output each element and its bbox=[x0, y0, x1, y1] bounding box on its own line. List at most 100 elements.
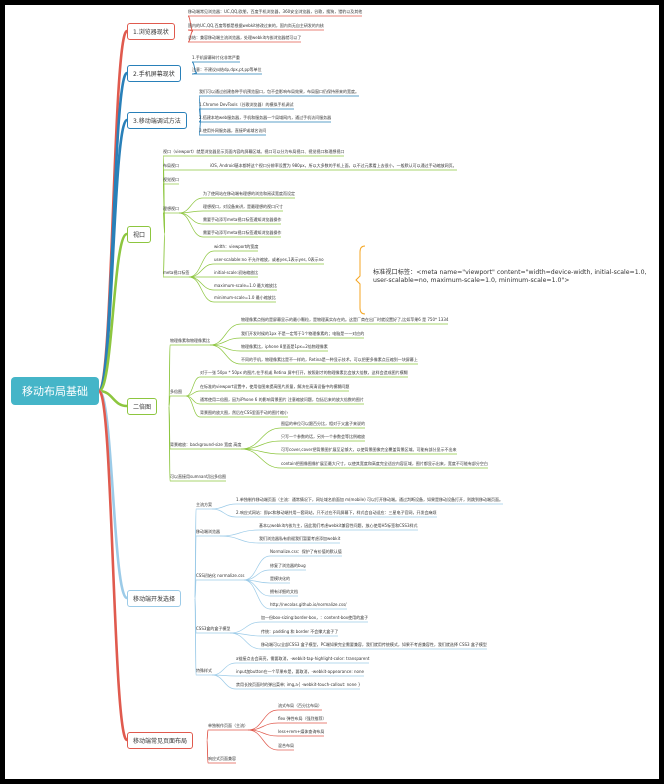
item-5-1[interactable]: 移动端浏览器 bbox=[196, 529, 220, 534]
subitem-3-3-0[interactable]: 为了使网站在移动端有理想的浏览和阅读宽度而设定 bbox=[203, 191, 295, 196]
item-3-4[interactable]: meta视口标签 bbox=[163, 270, 190, 275]
subitem-link-5-2-1 bbox=[243, 569, 271, 581]
item-5-3[interactable]: CSS3盒的盒子模型 bbox=[196, 626, 231, 631]
subitem-link-6-0-0 bbox=[247, 709, 279, 731]
branch-topic-4[interactable]: 二倍图 bbox=[127, 398, 158, 415]
item-3-0[interactable]: 视口（viewport）就是浏览器显示页面内容的屏幕区域。视口可以分为布局视口、… bbox=[163, 149, 345, 154]
subitem-3-4-4[interactable]: minimum-scale=1.0 最小缩放比 bbox=[214, 295, 276, 300]
item-link-6-1 bbox=[206, 739, 209, 764]
branch-topic-3[interactable]: 视口 bbox=[127, 226, 152, 243]
subitem-link-4-0-3 bbox=[209, 344, 242, 365]
subitem-3-4-2[interactable]: initial-scale:初始缩放比 bbox=[214, 270, 259, 275]
branch-topic-1[interactable]: 2.手机屏幕现状 bbox=[127, 65, 181, 82]
subitem-3-1-0[interactable]: iOS, Android基本都将这个视口分辨率设置为 980px，所以大多数的手… bbox=[210, 163, 457, 168]
subitem-5-1-1[interactable]: 我们浏览器私有前缀我们暂要考虑添加webkit bbox=[259, 536, 341, 541]
item-5-4[interactable]: 特殊样式 bbox=[196, 668, 212, 673]
subitem-4-0-1[interactable]: 我们开发时候的1px 不是一定等于1个物理像素的；电脑是一一对应的 bbox=[241, 331, 365, 336]
subitem-5-4-0[interactable]: a链接点击会高亮，需要取消，-webkit-tap-highlight-colo… bbox=[236, 656, 370, 661]
branch-link-3 bbox=[97, 232, 129, 393]
subitem-3-4-1[interactable]: user-scalable:no 不允许缩放，或者yes,1表示yes, 0表示… bbox=[214, 257, 324, 262]
subitem-link-3-3-1 bbox=[178, 210, 204, 214]
item-4-3[interactable]: 可以直接用sumnan切出多倍图 bbox=[170, 474, 227, 479]
subitem-4-0-0[interactable]: 物理像素点指的是屏幕显示的最小颗粒，是物理真实存在的。这是厂商在出厂时就设置好了… bbox=[241, 317, 449, 322]
subitem-link-4-1-0 bbox=[185, 376, 201, 397]
subitem-link-3-3-2 bbox=[178, 212, 204, 225]
item-3-1[interactable]: 布局视口 bbox=[163, 163, 179, 168]
subitem-link-5-3-2 bbox=[229, 632, 262, 650]
subitem-3-3-1[interactable]: 理想视口，对设备来讲，是最理想的视口尺寸 bbox=[203, 204, 283, 209]
branch-link-4 bbox=[98, 389, 128, 408]
subitem-6-0-1[interactable]: flex 弹性布局（强烈推荐） bbox=[278, 716, 327, 721]
item-2-2[interactable]: 2.搭建本地web服务器，手机和服务器一个局域网内，通过手机访问服务器 bbox=[199, 115, 332, 120]
subitem-6-0-3[interactable]: 混合布局 bbox=[278, 743, 294, 748]
subitem-5-2-0[interactable]: Normalize.css：保护了有价值的默认值 bbox=[270, 549, 342, 554]
subitem-6-0-0[interactable]: 流式布局（百分比布局） bbox=[278, 703, 322, 708]
subitem-4-2-2[interactable]: 可写cover,cover把背景图扩展至足够大，以使背景图像完全覆盖背景区域。可… bbox=[281, 447, 457, 452]
subitem-5-3-0[interactable]: 加一份box-sizing:border-box，：content-box使用的… bbox=[261, 615, 369, 620]
branch-topic-6[interactable]: 移动端常见页面布局 bbox=[127, 732, 194, 749]
subitem-link-3-4-0 bbox=[188, 250, 215, 278]
subitem-3-3-2[interactable]: 需要手动添写meta视口标签通知浏览器操作 bbox=[203, 217, 282, 222]
subitem-5-3-2[interactable]: 移动端可以全部CSS3 盒子模型，PC端如果完全需要兼容，我们就用传统模式，如果… bbox=[261, 642, 487, 647]
subitem-5-4-2[interactable]: 禁用长按页面时的弹出菜单; img,a{ -webkit-touch-callo… bbox=[236, 682, 361, 687]
item-0-2[interactable]: 总结：兼容移动端主流浏览器，处理webkit内核浏览器就可以了 bbox=[188, 35, 302, 40]
branch-topic-0[interactable]: 1.浏览器现状 bbox=[127, 23, 175, 40]
item-2-0[interactable]: 我们可以通过创建各种手机预览窗口，包不会影响布局效果，布局窗口仍保持原来的宽度。 bbox=[199, 89, 359, 94]
item-1-0[interactable]: 1.手机屏幕碎片化非常严重 bbox=[192, 55, 240, 60]
subitem-5-2-4[interactable]: http://necolas.github.io/normalize.css/ bbox=[270, 602, 347, 607]
subitem-5-1-0[interactable]: 基本以webkit内核为主，因此我们考虑webkit兼容性问题，放心使用H5标签… bbox=[259, 523, 418, 528]
subitem-link-5-0-1 bbox=[211, 508, 237, 518]
subitem-4-2-0[interactable]: 图层的单位可以跟百分比，相对于父盒子来说的 bbox=[281, 421, 365, 426]
subitem-3-4-0[interactable]: width：viewport的宽度 bbox=[214, 244, 259, 249]
subitem-5-4-1[interactable]: input加button在一个苹果布是，要取消，-webkit-appearan… bbox=[236, 669, 364, 674]
item-3-3[interactable]: 理想视口 bbox=[163, 206, 179, 211]
subitem-4-1-2[interactable]: 通常使用二倍图，因为iPhone 6 的影响背景图片 注意缩放问题，包括后来的放… bbox=[200, 397, 364, 402]
branch-link-2 bbox=[97, 118, 129, 393]
subitem-3-4-3[interactable]: maximum-scale=1.0 最大缩放比 bbox=[214, 283, 277, 288]
subitem-5-2-2[interactable]: 是模块化的 bbox=[270, 576, 290, 581]
subitem-4-1-0[interactable]: 对于一张 50px * 50px 的图片,在手机或 Retina 屏中打开，按照… bbox=[200, 370, 408, 375]
item-6-0[interactable]: 单独制作页面（主流） bbox=[208, 723, 248, 728]
subitem-5-3-1[interactable]: 传统：padding 和 border 不会撑大盒子了 bbox=[261, 629, 339, 634]
subitem-link-3-4-1 bbox=[188, 263, 215, 278]
subitem-link-3-4-3 bbox=[188, 276, 215, 291]
item-0-0[interactable]: 移动端常见浏览器：UC,QQ,欧朋，百度手机浏览器，360安全浏览器，谷歌，搜狗… bbox=[188, 9, 363, 14]
subitem-link-4-2-0 bbox=[240, 427, 282, 450]
item-0-1[interactable]: 国内的UC,QQ,百度等都是根据webkit修改过来的，国内尚无自主研发的内核 bbox=[188, 23, 324, 28]
subitem-6-0-2[interactable]: less+rem+媒体查询布局 bbox=[278, 729, 325, 734]
subitem-4-0-3[interactable]: 不同的手机，物理像素比是不一样的，Retina是一种显示技术，可以把更多像素点压… bbox=[241, 357, 418, 362]
item-4-2[interactable]: 背景缩放：background-size 宽度 高度 bbox=[170, 442, 242, 447]
item-link-3-3 bbox=[162, 212, 166, 235]
subitem-4-1-3[interactable]: 背景图的放大图，然后在CSS里面手动的图片缩小 bbox=[200, 410, 288, 415]
subitem-4-2-3[interactable]: contain把图像图像扩展至最大尺寸，以使其宽度和高度完全适应内容区域，图片都… bbox=[281, 461, 488, 466]
subitem-4-1-1[interactable]: 在标准的viewport设置中，使用倍图来提高图片质量，解决在高清设备中的模糊问… bbox=[200, 384, 350, 389]
subitem-link-5-2-3 bbox=[243, 579, 271, 597]
item-4-1[interactable]: 多倍图 bbox=[170, 389, 182, 394]
item-4-0[interactable]: 物理像素和物理像素比 bbox=[170, 338, 210, 343]
item-link-5-2 bbox=[194, 579, 197, 599]
item-link-5-4 bbox=[194, 597, 197, 676]
item-link-1-1 bbox=[191, 72, 198, 75]
item-2-1[interactable]: 1.Chrome DevTools（谷歌浏览器）的模拟手机调试 bbox=[199, 102, 294, 107]
subitem-3-3-3[interactable]: 需要手动添写meta视口标签通知浏览器操作 bbox=[203, 230, 282, 235]
subitem-4-2-1[interactable]: 只写一个参数的话，另外一个参数会等比例缩放 bbox=[281, 434, 365, 439]
item-1-1[interactable]: 注意：不建议纠结dp,dpx,pt,pp等单位 bbox=[192, 67, 262, 72]
item-6-1[interactable]: 响应式页面兼容 bbox=[208, 756, 236, 761]
branch-topic-5[interactable]: 移动端开发选择 bbox=[127, 590, 182, 607]
subitem-5-2-3[interactable]: 拥有详细的文档 bbox=[270, 589, 298, 594]
item-5-0[interactable]: 主流方案 bbox=[196, 502, 212, 507]
meta-viewport-note: 标准视口标签：<meta name="viewport" content="wi… bbox=[373, 269, 647, 285]
item-2-3[interactable]: 3.使用外网服务器，直接IP或域名访问 bbox=[199, 128, 267, 133]
subitem-5-2-1[interactable]: 修复了浏览器的bug bbox=[270, 563, 306, 568]
root-topic[interactable]: 移动布局基础 bbox=[11, 377, 99, 405]
subitem-link-5-0-0 bbox=[211, 503, 237, 510]
subitem-4-0-2[interactable]: 物理像素比，iphone 8里面是1px=2倍物理像素 bbox=[241, 344, 328, 349]
item-3-2[interactable]: 视觉视口 bbox=[163, 177, 179, 182]
item-5-2[interactable]: CSS初始化 normalize.css bbox=[196, 573, 245, 578]
branch-topic-2[interactable]: 3.移动端调试方法 bbox=[127, 112, 187, 129]
subitem-5-0-0[interactable]: 1.单独制作移动端页面（主流：通常情况下，网址域名前面加 m(mobile) 可… bbox=[236, 497, 503, 502]
meta-note-bracket bbox=[355, 245, 366, 315]
subitem-link-5-1-1 bbox=[219, 535, 260, 544]
subitem-5-0-1[interactable]: 2.响应式网站：即pc和移动端共用一套网站，只不过在不同屏幕下，样式会自动适应：… bbox=[236, 510, 437, 515]
